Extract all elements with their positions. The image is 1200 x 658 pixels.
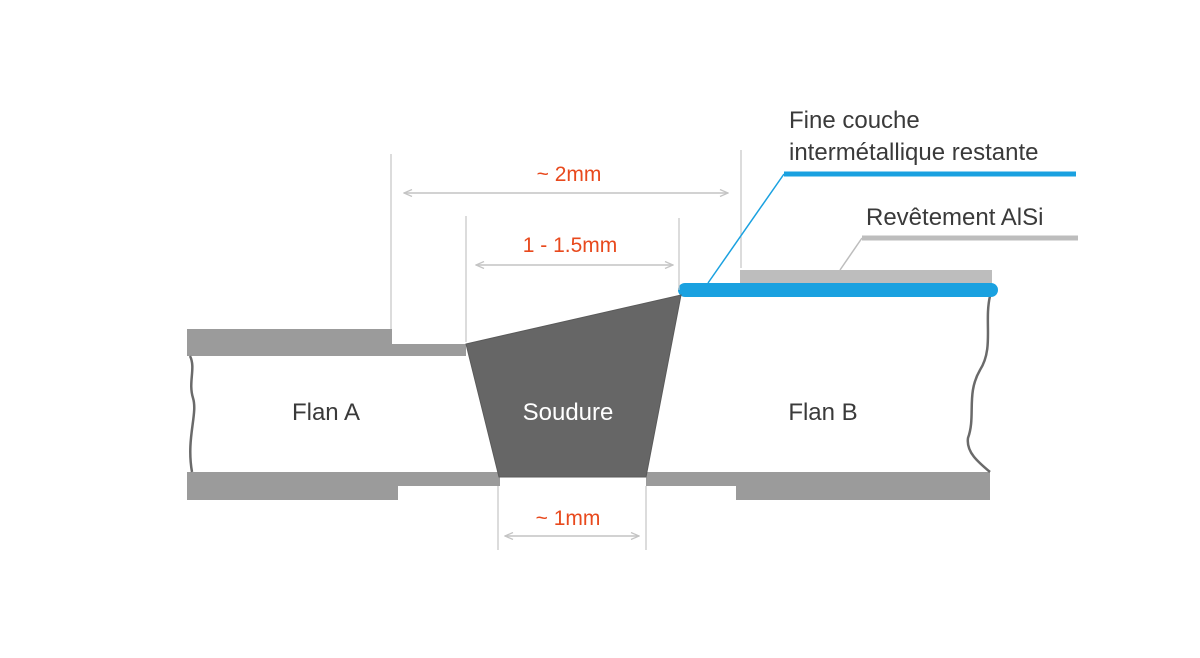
dim-label-top-total: ~ 2mm bbox=[537, 163, 602, 186]
intermetallic-layer bbox=[678, 283, 998, 297]
intermetallic-callout: Fine couche intermétallique restante bbox=[707, 107, 1076, 284]
intermetallic-label-line2: intermétallique restante bbox=[789, 139, 1038, 166]
dim-label-top-inner: 1 - 1.5mm bbox=[523, 234, 618, 257]
flan-b-plate bbox=[646, 270, 998, 500]
alsi-leader-line bbox=[839, 237, 863, 271]
dimension-arrows bbox=[404, 193, 728, 536]
flan-b-break-edge bbox=[966, 295, 992, 473]
dim-label-bottom: ~ 1mm bbox=[536, 507, 601, 530]
extension-lines bbox=[390, 150, 742, 550]
alsi-coating-layer bbox=[740, 270, 992, 284]
flan-a-plate bbox=[187, 329, 500, 500]
alsi-callout: Revêtement AlSi bbox=[839, 204, 1078, 271]
flan-b-bottom-coating bbox=[646, 472, 990, 500]
flan-a-top-coating bbox=[187, 329, 466, 356]
flan-a-label: Flan A bbox=[292, 399, 360, 426]
flan-a-break-edge bbox=[188, 355, 196, 473]
flan-b-body bbox=[646, 297, 990, 472]
intermetallic-leader-line bbox=[707, 173, 785, 284]
flan-a-bottom-coating bbox=[187, 472, 500, 500]
intermetallic-label-line1: Fine couche bbox=[789, 107, 920, 134]
weld-bead bbox=[465, 294, 682, 478]
alsi-coating-label: Revêtement AlSi bbox=[866, 204, 1043, 231]
weld-label: Soudure bbox=[523, 399, 614, 426]
flan-a-body bbox=[189, 355, 500, 472]
flan-b-label: Flan B bbox=[788, 399, 857, 426]
